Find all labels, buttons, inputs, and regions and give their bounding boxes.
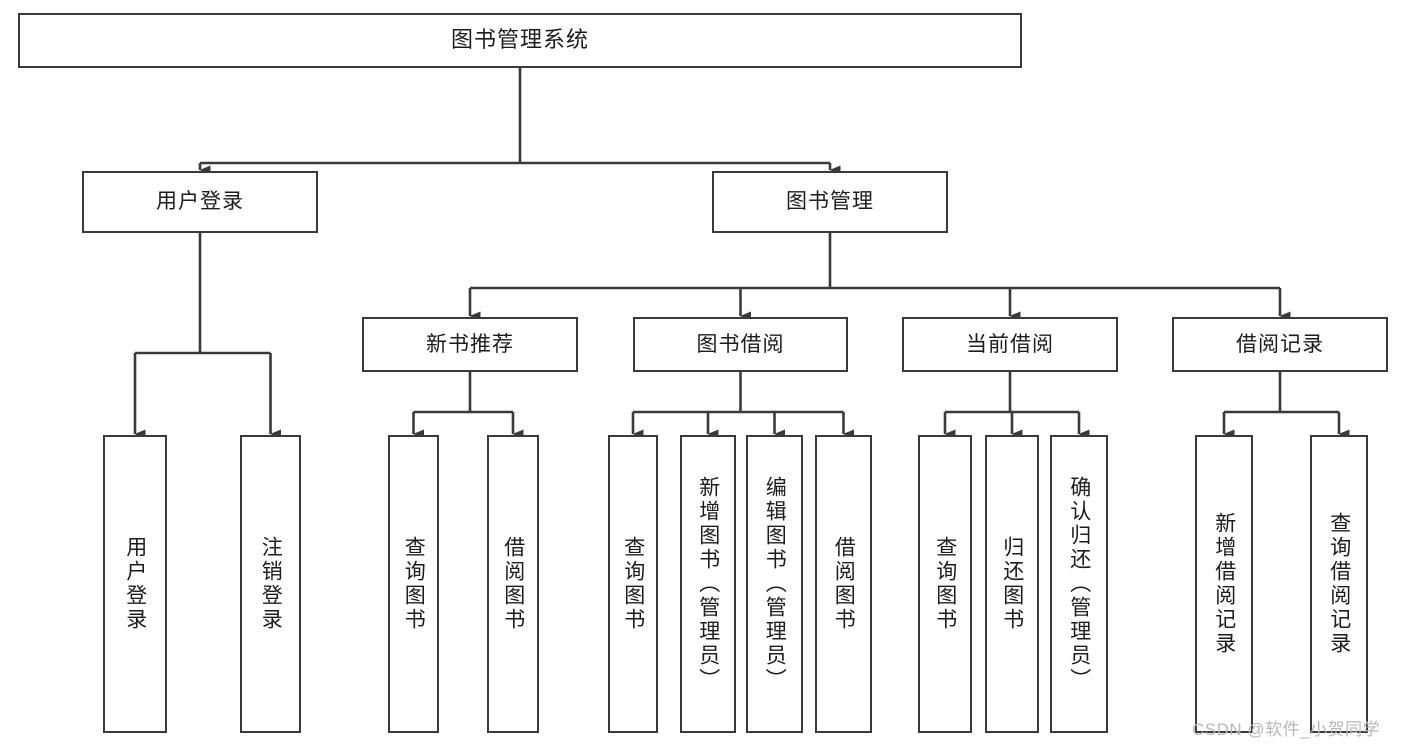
leaf-add-book-admin[interactable]: 新增图书（管理员） [680,435,736,733]
node-root-system[interactable]: 图书管理系统 [18,13,1022,68]
node-label: 归还图书 [1000,536,1024,632]
leaf-query-book-2[interactable]: 查询图书 [608,435,658,733]
node-label: 图书管理 [786,190,874,214]
node-label: 注销登录 [259,536,283,632]
leaf-user-logout[interactable]: 注销登录 [240,435,301,733]
node-label: 新增图书（管理员） [696,476,720,692]
leaf-user-login[interactable]: 用户登录 [103,435,167,733]
leaf-confirm-return-admin[interactable]: 确认归还（管理员） [1050,435,1108,733]
node-current-borrow[interactable]: 当前借阅 [902,317,1118,372]
node-label: 用户登录 [156,190,244,214]
node-label: 借阅图书 [501,536,525,632]
node-label: 新书推荐 [426,332,514,356]
node-borrow-record[interactable]: 借阅记录 [1172,317,1388,372]
leaf-return-book[interactable]: 归还图书 [985,435,1039,733]
node-label: 查询图书 [621,536,645,632]
leaf-borrow-book-1[interactable]: 借阅图书 [487,435,539,733]
csdn-watermark: CSDN @软件_小贺同学 [1192,720,1381,739]
node-label: 借阅记录 [1236,332,1324,356]
leaf-borrow-book-2[interactable]: 借阅图书 [815,435,872,733]
leaf-add-borrow-record[interactable]: 新增借阅记录 [1195,435,1253,733]
node-user-login[interactable]: 用户登录 [82,171,318,233]
node-label: 查询图书 [402,536,426,632]
node-label: 用户登录 [123,536,147,632]
node-label: 查询借阅记录 [1327,512,1351,656]
node-label: 查询图书 [933,536,957,632]
leaf-query-book-3[interactable]: 查询图书 [918,435,972,733]
node-label: 新增借阅记录 [1212,512,1236,656]
node-new-book-recommend[interactable]: 新书推荐 [362,317,578,372]
node-label: 当前借阅 [966,332,1054,356]
leaf-edit-book-admin[interactable]: 编辑图书（管理员） [746,435,803,733]
leaf-query-book-1[interactable]: 查询图书 [388,435,439,733]
node-label: 借阅图书 [832,536,856,632]
node-label: 编辑图书（管理员） [763,476,787,692]
leaf-query-borrow-record[interactable]: 查询借阅记录 [1310,435,1368,733]
node-label: 图书管理系统 [450,27,589,53]
node-book-manage[interactable]: 图书管理 [712,171,948,233]
node-label: 图书借阅 [696,332,785,356]
node-book-borrow[interactable]: 图书借阅 [633,317,848,372]
node-label: 确认归还（管理员） [1067,476,1091,692]
